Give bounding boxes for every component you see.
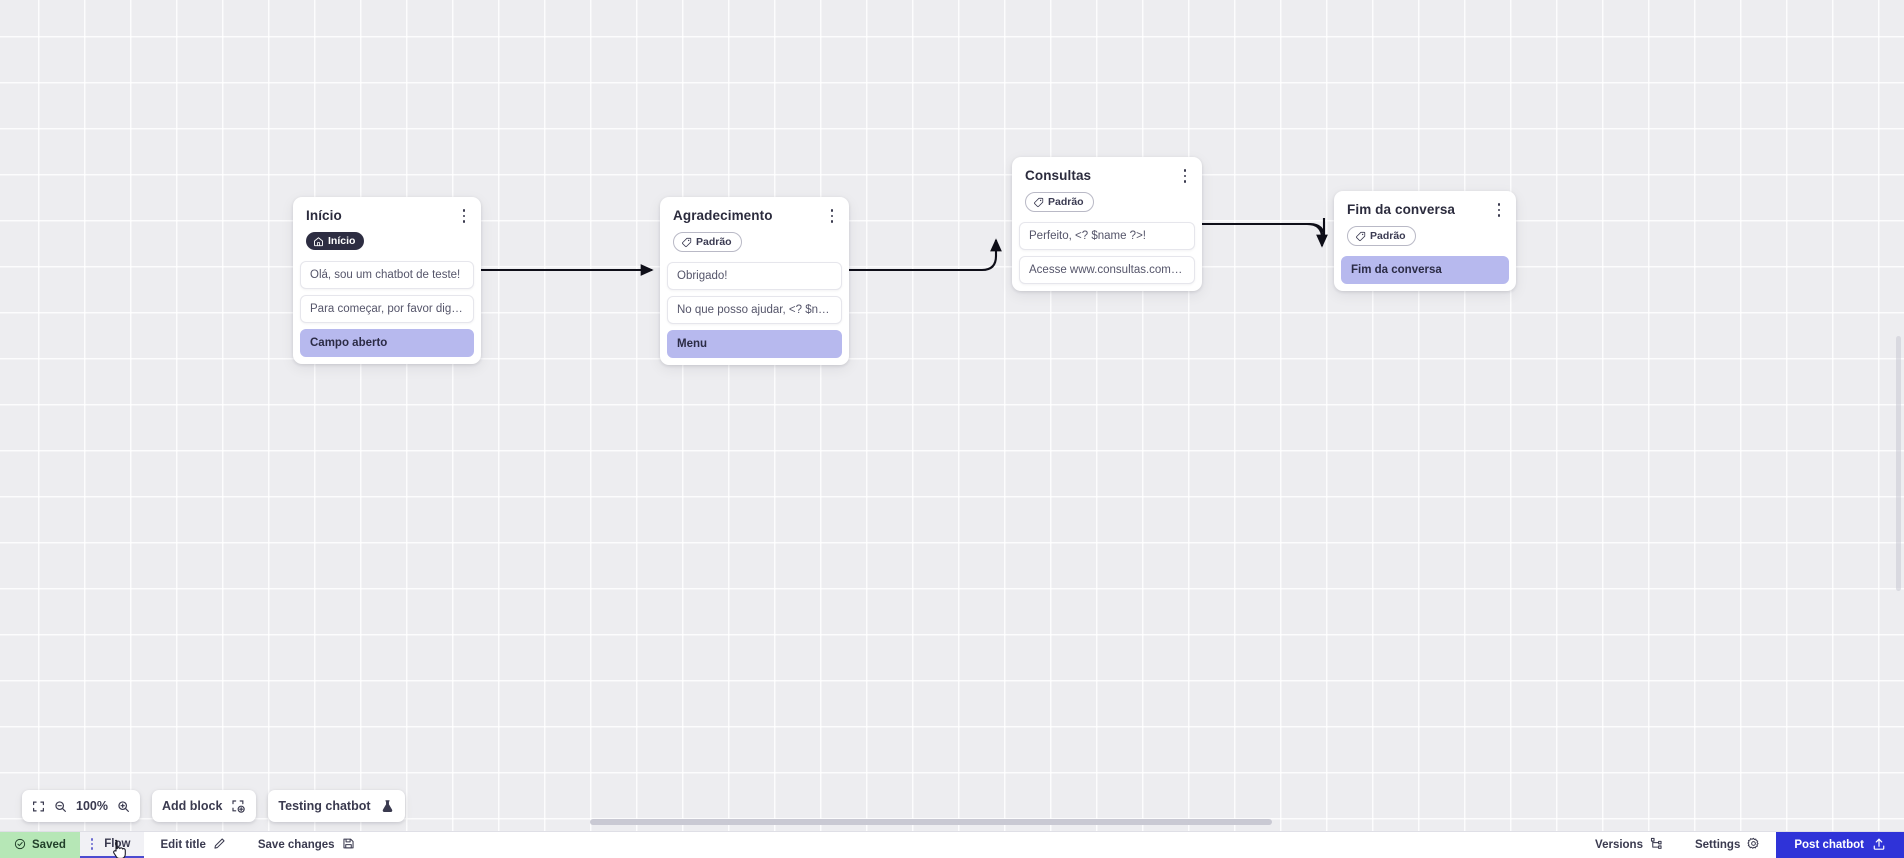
canvas-toolbar: 100% Add block Testing chatbot (22, 790, 405, 822)
home-icon (313, 236, 324, 247)
floppy-disk-icon (342, 837, 355, 853)
node-title: Consultas (1025, 168, 1092, 183)
edit-title-button[interactable]: Edit title (144, 832, 241, 858)
node-type-badge[interactable]: Padrão (1025, 192, 1094, 212)
node-field[interactable]: Para começar, por favor digite o ... (300, 294, 474, 323)
tab-flow[interactable]: Flow (79, 832, 145, 858)
save-changes-button[interactable]: Save changes (242, 832, 371, 858)
node-field[interactable]: Perfeito, <? $name ?>! (1019, 221, 1195, 250)
flow-node-fim-da-conversa[interactable]: Fim da conversa Padrão Fim (1334, 191, 1516, 291)
testing-chatbot-label: Testing chatbot (278, 799, 371, 813)
zoom-out-icon[interactable] (54, 800, 67, 813)
fit-screen-icon[interactable] (32, 800, 45, 813)
node-field-accent[interactable]: Fim da conversa (1341, 255, 1509, 284)
node-header: Consultas Padrão (1012, 157, 1202, 222)
saved-status-badge: Saved (0, 832, 80, 858)
tag-icon (1355, 231, 1366, 242)
settings-button[interactable]: Settings (1679, 832, 1776, 858)
node-type-badge[interactable]: Início (306, 232, 365, 250)
branch-icon (1650, 837, 1663, 853)
node-type-badge[interactable]: Padrão (673, 232, 742, 252)
check-circle-icon (14, 838, 26, 853)
flask-icon (380, 799, 395, 814)
node-badge-label: Padrão (696, 236, 732, 248)
zoom-controls: 100% (22, 790, 140, 822)
add-block-button[interactable]: Add block (151, 790, 257, 822)
vertical-scrollbar[interactable] (1896, 336, 1901, 591)
node-body: Fim da conversa (1334, 255, 1516, 291)
tab-flow-label: Flow (104, 838, 131, 850)
testing-chatbot-button[interactable]: Testing chatbot (268, 790, 405, 822)
node-field[interactable]: Obrigado! (667, 261, 842, 290)
edit-title-label: Edit title (160, 839, 206, 851)
tag-icon (681, 237, 692, 248)
post-chatbot-label: Post chatbot (1794, 839, 1864, 851)
node-badge-row: Padrão (673, 232, 837, 253)
node-badge-row: Início (306, 232, 469, 252)
node-body: Olá, sou um chatbot de teste! Para começ… (293, 260, 481, 364)
node-menu-button[interactable] (825, 208, 839, 224)
bottom-status-bar: Saved Flow Edit title Save changes (0, 831, 1904, 858)
post-chatbot-button[interactable]: Post chatbot (1776, 832, 1904, 858)
node-badge-label: Início (328, 235, 356, 247)
saved-status-label: Saved (32, 839, 66, 851)
pencil-icon (213, 837, 226, 853)
node-field[interactable]: Olá, sou um chatbot de teste! (300, 260, 474, 289)
versions-button[interactable]: Versions (1579, 832, 1679, 858)
horizontal-scrollbar[interactable] (590, 819, 1272, 825)
node-header: Agradecimento Padrão (660, 197, 849, 262)
save-changes-label: Save changes (257, 839, 335, 851)
node-title: Início (306, 208, 342, 223)
node-field-accent[interactable]: Campo aberto (300, 328, 474, 357)
node-badge-label: Padrão (1370, 230, 1406, 242)
flow-node-agradecimento[interactable]: Agradecimento Padrão Obriga (660, 197, 849, 365)
settings-label: Settings (1694, 839, 1741, 851)
bottom-bar-left: Saved Flow Edit title Save changes (0, 832, 371, 858)
node-field-accent[interactable]: Menu (667, 329, 842, 358)
node-type-badge[interactable]: Padrão (1347, 226, 1416, 246)
flow-node-inicio[interactable]: Início Início Olá, sou um c (293, 197, 481, 364)
tag-icon (1033, 197, 1044, 208)
edge-consultas-fim-tail (1202, 222, 1328, 248)
add-block-label: Add block (161, 799, 223, 813)
versions-label: Versions (1595, 839, 1643, 851)
flow-connectors (481, 218, 1328, 276)
edge-agradecimento-consultas (849, 238, 1002, 272)
node-body: Perfeito, <? $name ?>! Acesse www.consul… (1012, 221, 1202, 291)
bottom-bar-right: Versions Settings (1579, 832, 1904, 858)
node-body: Obrigado! No que posso ajudar, <? $name … (660, 261, 849, 365)
node-title: Fim da conversa (1347, 202, 1456, 217)
node-header: Fim da conversa Padrão (1334, 191, 1516, 256)
node-badge-label: Padrão (1048, 196, 1084, 208)
node-menu-button[interactable] (1492, 202, 1506, 218)
edge-consultas-fim (1202, 218, 1326, 239)
gear-icon (1747, 837, 1760, 853)
node-badge-row: Padrão (1025, 192, 1190, 213)
node-field[interactable]: No que posso ajudar, <? $name ... (667, 295, 842, 324)
node-header: Início Início (293, 197, 481, 261)
flow-node-consultas[interactable]: Consultas Padrão Perfeito, (1012, 157, 1202, 291)
node-field[interactable]: Acesse www.consultas.com par... (1019, 255, 1195, 284)
zoom-level-value: 100% (76, 799, 108, 813)
node-menu-button[interactable] (457, 208, 471, 224)
add-block-icon (231, 799, 246, 814)
node-title: Agradecimento (673, 208, 773, 223)
zoom-in-icon[interactable] (117, 800, 130, 813)
node-badge-row: Padrão (1347, 226, 1504, 247)
node-menu-button[interactable] (1178, 168, 1192, 184)
flow-canvas[interactable]: Início Início Olá, sou um c (0, 0, 1904, 832)
upload-icon (1872, 837, 1886, 854)
drag-dots-icon[interactable] (88, 838, 96, 850)
